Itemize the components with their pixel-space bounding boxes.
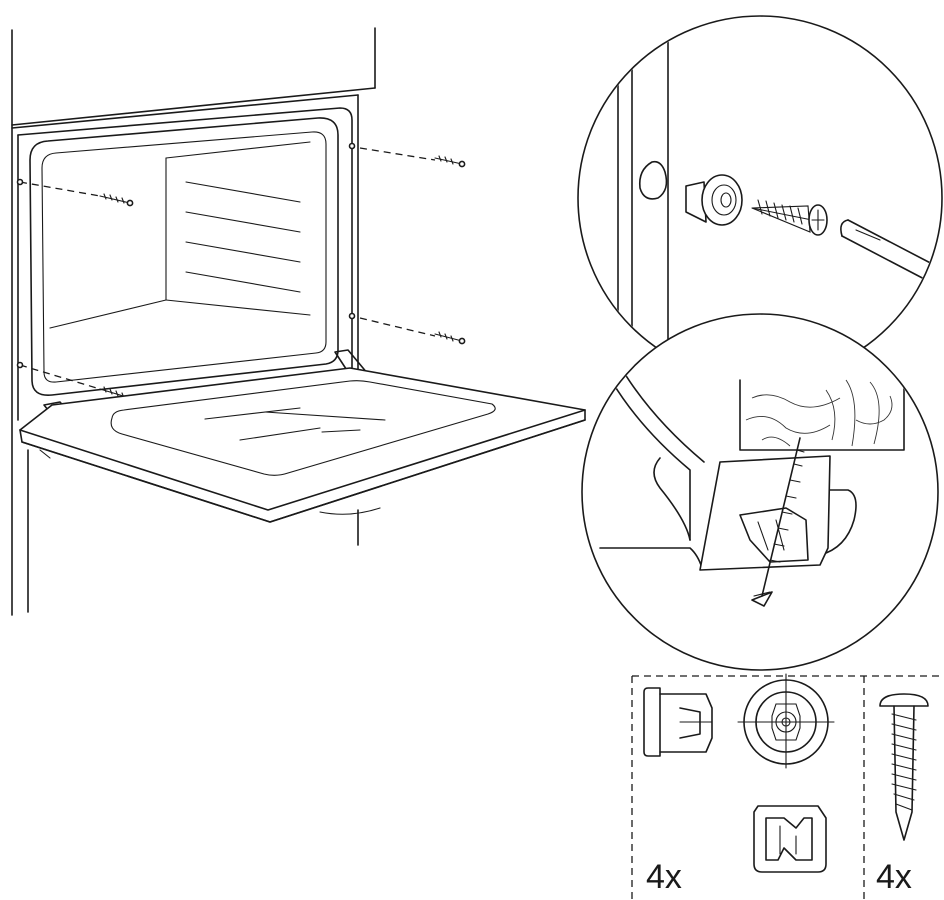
plastic-plug-icon [643, 687, 713, 757]
plug-front-icon [737, 673, 835, 769]
parts-kit: 4x 4x [631, 673, 944, 900]
wood-screw-icon [879, 693, 929, 841]
side-screw-icon [434, 331, 466, 345]
door-hinge-screw-detail [581, 313, 939, 671]
screw-plug-magnified-detail [577, 15, 943, 381]
screw-quantity-label: 4x [876, 858, 912, 896]
front-screw-icon [99, 193, 134, 207]
plug-quantity-label: 4x [646, 858, 682, 896]
mounting-bracket-icon [699, 455, 831, 571]
wood-screw-icon [751, 199, 828, 236]
side-screw-icon [434, 155, 466, 168]
mounting-bracket-icon [753, 805, 827, 873]
plastic-plug-icon [685, 174, 743, 226]
oven-cabinet-mounting-illustration [11, 27, 586, 616]
